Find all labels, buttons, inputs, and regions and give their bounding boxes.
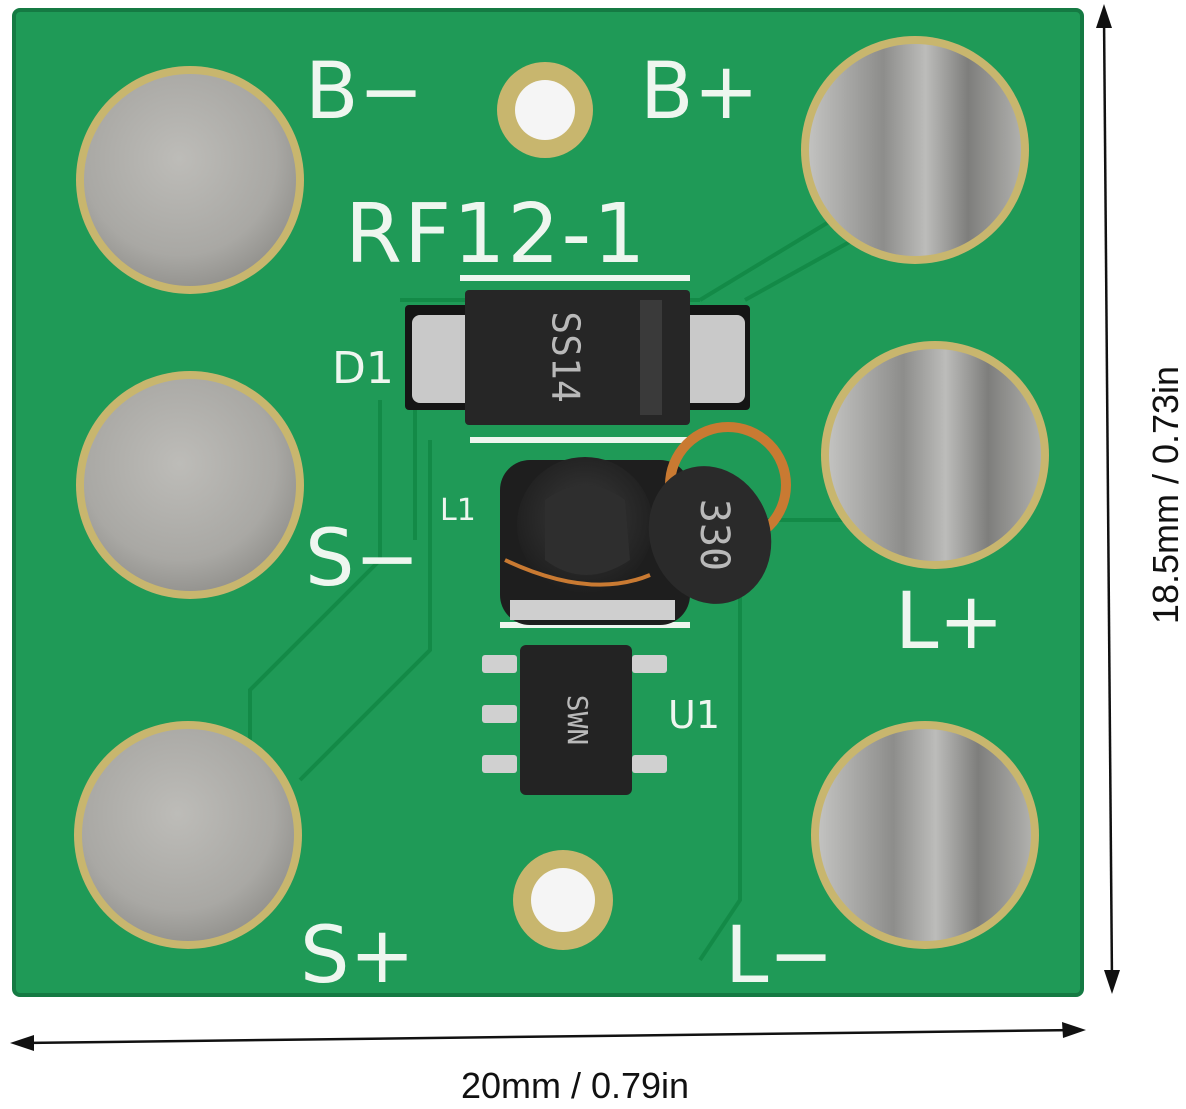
ic-sot23 <box>482 645 667 795</box>
diode-ss14 <box>405 290 750 425</box>
label-s-minus: S− <box>305 514 420 604</box>
width-dimension-label: 20mm / 0.79in <box>461 1065 689 1106</box>
label-l1: L1 <box>440 493 476 528</box>
label-u1: U1 <box>668 693 720 737</box>
inductor-marking: 330 <box>691 499 737 571</box>
label-s-plus: S+ <box>300 911 415 1001</box>
height-dimension-label: 18.5mm / 0.73in <box>1145 366 1186 624</box>
mounting-holes <box>497 62 613 950</box>
board-model: RF12-1 <box>345 187 647 282</box>
height-dimension-arrow <box>1096 4 1120 994</box>
label-b-minus: B− <box>305 47 424 137</box>
solder-pads <box>74 36 1049 949</box>
pcb-traces <box>248 198 881 962</box>
label-d1: D1 <box>332 343 394 394</box>
width-dimension-arrow <box>10 1022 1086 1051</box>
label-l-minus: L− <box>725 911 834 1001</box>
ic-marking: SWN <box>561 695 594 746</box>
label-b-plus: B+ <box>640 47 759 137</box>
label-l-plus: L+ <box>895 577 1004 667</box>
inductor-330 <box>500 422 791 625</box>
diode-marking: SS14 <box>544 311 588 403</box>
